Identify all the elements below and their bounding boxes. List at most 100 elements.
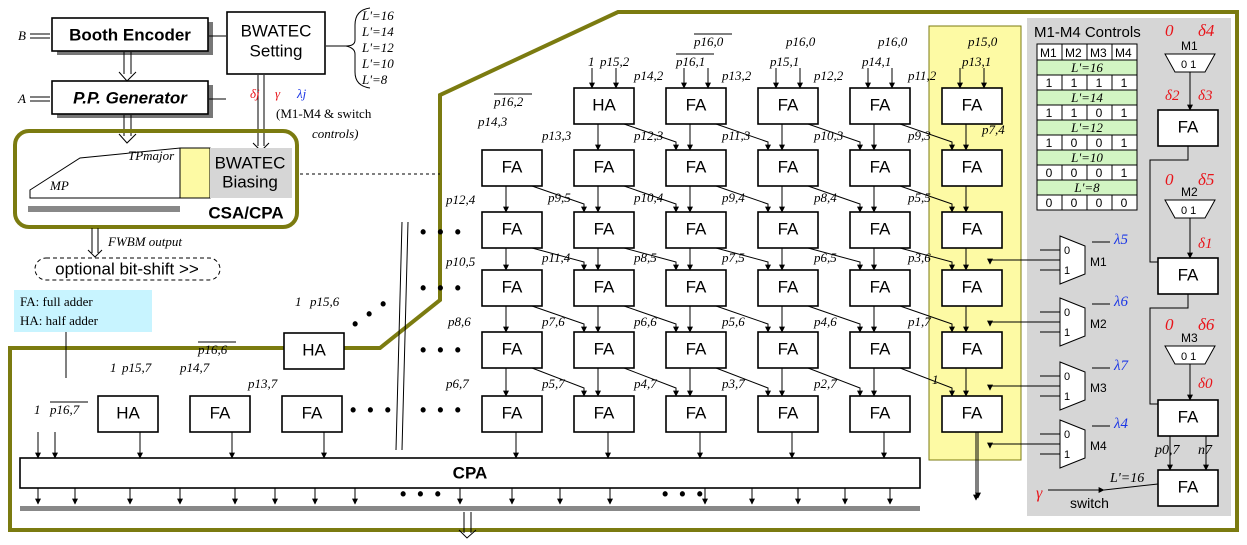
- fa-r4-c1-label: FA: [594, 339, 615, 358]
- right-fa-3-label: FA: [1178, 407, 1199, 426]
- tp-major-label: TPmajor: [128, 148, 175, 163]
- input-p124: p12,4: [445, 192, 476, 207]
- fa-r0-c3: [757, 87, 819, 125]
- fa-r1-c1-label: FA: [594, 157, 615, 176]
- tp-major-block: [179, 147, 211, 199]
- chain-d6: δ6: [1198, 315, 1215, 334]
- fa-r3-c5-label: FA: [962, 277, 983, 296]
- ha-left-top-label: HA: [302, 340, 326, 359]
- fa-r1-c2: [665, 149, 727, 187]
- input-p167bar: p16,7: [49, 402, 80, 417]
- fa-r1-c4-label: FA: [870, 157, 891, 176]
- input-p74: p7,4: [981, 122, 1005, 137]
- fa-r4-c4: [849, 331, 911, 369]
- fa-r1-c5-label: FA: [962, 157, 983, 176]
- fa-r1-c1: [573, 149, 635, 187]
- input-p156: p15,6: [309, 294, 340, 309]
- svg-text:• • •: • • •: [400, 484, 444, 504]
- wire: [623, 247, 679, 271]
- input-p76: p7,6: [541, 314, 565, 329]
- mux-lambda-4: λ4: [1113, 416, 1128, 432]
- small-mux-01: 0 1: [1181, 351, 1196, 363]
- small-mux-m2: [1164, 199, 1216, 219]
- input-p65: p6,5: [813, 250, 837, 265]
- controls-header-0: M1: [1040, 46, 1057, 60]
- fa-left-bottom-2: [281, 395, 343, 433]
- input-p93: p9,3: [907, 128, 931, 143]
- const-one-top: 1: [588, 54, 595, 69]
- wire: [531, 305, 587, 333]
- fa-r3-c4-label: FA: [870, 277, 891, 296]
- wire: [715, 367, 771, 397]
- controls-bit: 0: [1046, 196, 1053, 210]
- input-p27: p2,7: [813, 376, 837, 391]
- controls-bit: 0: [1096, 136, 1103, 150]
- fa-r5-c1: [573, 395, 635, 433]
- legend-box: [14, 290, 152, 332]
- controls-header-2: M3: [1090, 46, 1107, 60]
- chain-zero: 0: [1165, 170, 1174, 189]
- fa-r2-c0-label: FA: [502, 219, 523, 238]
- bwatec-biasing-block: [210, 148, 292, 198]
- fa-r2-c1-label: FA: [594, 219, 615, 238]
- L8-option: L'=8: [361, 72, 388, 87]
- input-p66: p6,6: [633, 314, 657, 329]
- fa-r2-c2: [665, 211, 727, 249]
- fa-r4-c0: [481, 331, 543, 369]
- wire: [623, 305, 679, 333]
- input-a-label: A: [17, 91, 26, 106]
- fa-r5-c4-label: FA: [870, 403, 891, 422]
- fa-r1-c0-label: FA: [502, 157, 523, 176]
- wire: [715, 247, 771, 271]
- small-mux-01: 0 1: [1181, 59, 1196, 71]
- controls-bit: 0: [1096, 196, 1103, 210]
- wire: [623, 367, 679, 397]
- wire: [987, 258, 1060, 265]
- fa-r5-c3: [757, 395, 819, 433]
- fa-r4-c0-label: FA: [502, 339, 523, 358]
- booth-encoder-block: [51, 17, 209, 52]
- fa-left-bottom-1-label: FA: [210, 403, 231, 422]
- wire: [1149, 294, 1189, 405]
- controls-bit: 1: [1121, 76, 1128, 90]
- mux-1: [1059, 235, 1086, 285]
- chain-d4: δ4: [1198, 21, 1215, 40]
- switch-label: switch: [1070, 495, 1109, 511]
- chain-zero: 0: [1165, 315, 1174, 334]
- wire: [715, 305, 771, 333]
- svg-text:•: •: [352, 314, 361, 334]
- chain-d0: δ0: [1198, 376, 1213, 392]
- controls-bit: 0: [1096, 166, 1103, 180]
- cpa-block: [19, 457, 921, 489]
- mux-lambda-1: λ5: [1113, 232, 1128, 248]
- svg-text:• • •: • • •: [420, 222, 464, 242]
- controls-header-1: M2: [1065, 46, 1082, 60]
- fa-r3-c4: [849, 269, 911, 307]
- svg-text:• • •: • • •: [420, 400, 464, 420]
- input-p103: p10,3: [813, 128, 844, 143]
- ha-r0-c1: [573, 87, 635, 125]
- lambda-j-signal: λj: [296, 86, 307, 101]
- mux-in1: 1: [1064, 449, 1070, 461]
- fa-r4-c5-label: FA: [962, 339, 983, 358]
- controls-header-3: M4: [1115, 46, 1132, 60]
- fa-r1-c3-label: FA: [778, 157, 799, 176]
- svg-text:• • •: • • •: [662, 484, 706, 504]
- fa-r0-c2-label: FA: [686, 95, 707, 114]
- wire: [899, 367, 955, 397]
- fa-r3-c2: [665, 269, 727, 307]
- fwbm-output-label: FWBM output: [107, 234, 182, 249]
- optional-bitshift-box: [34, 257, 221, 281]
- wire: [987, 384, 1060, 391]
- ha-left-top: [283, 332, 345, 370]
- input-p104: p10,4: [633, 190, 664, 205]
- chain-zero: 0: [1165, 21, 1174, 40]
- wire: [899, 185, 955, 213]
- wire: [899, 247, 955, 271]
- wire: [531, 247, 587, 271]
- mux-lambda-2: λ6: [1113, 294, 1128, 310]
- input-p105: p10,5: [445, 254, 476, 269]
- mux-name-4: M4: [1090, 439, 1107, 453]
